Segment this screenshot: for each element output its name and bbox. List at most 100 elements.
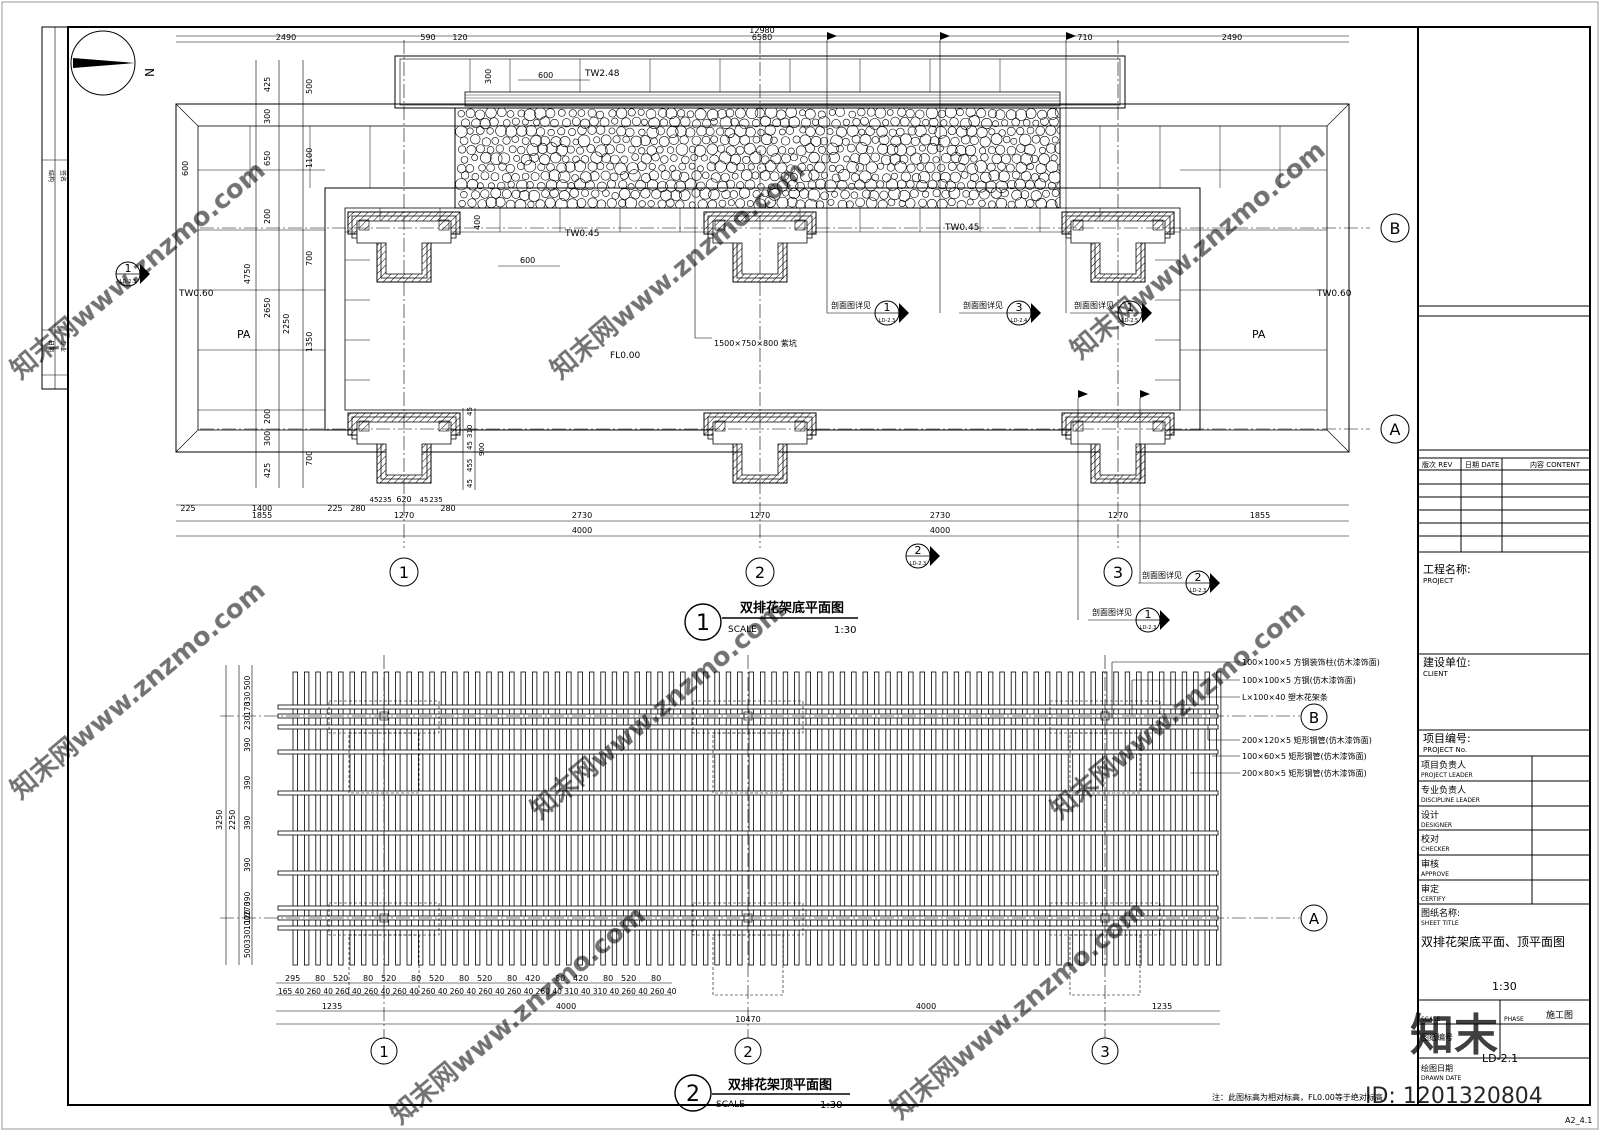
dim-600-b: 600 (520, 256, 535, 265)
pebble (460, 190, 468, 199)
pebble (686, 110, 695, 118)
pebble (745, 108, 759, 119)
pebble (627, 183, 635, 191)
bottom-dim: 4000 (930, 526, 950, 535)
pebble (936, 198, 948, 208)
pebble (870, 152, 880, 163)
sheet-inner-border (67, 26, 1591, 1106)
pebble (550, 119, 559, 128)
pebble (831, 190, 838, 198)
pergola-slat (828, 671, 834, 966)
pebble (721, 189, 731, 200)
pebble (786, 196, 798, 208)
pebble (586, 144, 596, 153)
bottom-dim: 280 (350, 504, 365, 513)
pebble (487, 182, 495, 190)
pebble (621, 117, 631, 128)
pebble (744, 179, 756, 190)
tb-role-cn: 专业负责人 (1421, 784, 1466, 796)
pebble (1042, 189, 1050, 198)
bottom-dim: 80 (411, 974, 421, 983)
pebble (1011, 170, 1021, 180)
pebble (618, 199, 627, 208)
axis-label-1: 1 (399, 563, 409, 582)
pebble (547, 128, 555, 137)
axis-bubble-1 (389, 557, 419, 587)
pebble (859, 170, 872, 183)
pebble (669, 116, 681, 128)
pebble (851, 134, 861, 144)
pebble (596, 181, 607, 192)
pebble (1034, 178, 1046, 190)
pebble (848, 182, 856, 191)
pebble (836, 126, 847, 138)
pebble (1031, 135, 1041, 144)
pebble (647, 179, 659, 191)
tb-client-en: CLIENT (1423, 670, 1449, 678)
plan1-scale-label: SCALE (728, 625, 757, 635)
axis-bubble-1 (370, 1037, 398, 1065)
pebble (466, 127, 474, 135)
pebble (622, 135, 630, 144)
bottom-dim: 80 (363, 974, 373, 983)
pebble (624, 196, 638, 208)
pebble (1025, 180, 1035, 190)
axis-bubble-2 (745, 557, 775, 587)
bottom-dim: 2730 (930, 511, 950, 520)
pebble (475, 126, 485, 135)
pebble (720, 172, 730, 182)
pebble (897, 108, 907, 117)
pebble (519, 190, 531, 201)
pebble (678, 162, 687, 171)
pebble (735, 108, 746, 119)
pa-left-label: PA (237, 328, 251, 341)
pebble (956, 162, 966, 172)
pebble (595, 125, 606, 135)
plan1-top-dims (176, 35, 1349, 43)
pebble (523, 108, 537, 122)
pebble (539, 154, 551, 166)
pebble (1039, 135, 1050, 146)
section-number: 3 (1016, 301, 1023, 314)
pebble (666, 126, 679, 138)
pebble (572, 155, 580, 164)
pebble (979, 136, 991, 148)
pebble (932, 188, 941, 198)
pebble (481, 137, 491, 147)
top-dim: 2490 (1222, 33, 1242, 42)
pergola-slat (1079, 671, 1085, 966)
section-number: 1 (1127, 301, 1134, 314)
pebble (846, 161, 859, 174)
top-dim: 2490 (276, 33, 296, 42)
bottom-dim: 225 (327, 504, 342, 513)
pergola-slat (1045, 671, 1051, 966)
tb-role-en: CERTIFY (1421, 896, 1446, 903)
section-arrow-icon (1160, 610, 1170, 630)
pebble (513, 155, 521, 162)
pebble (616, 108, 628, 119)
pebble (950, 136, 960, 147)
legend-item: 200×80×5 矩形钢管(仿木漆饰面) (1242, 768, 1367, 778)
pebble (688, 145, 696, 153)
pebble (756, 145, 767, 156)
pebble (928, 125, 937, 135)
pebble (706, 108, 719, 121)
pebble (596, 162, 605, 171)
pebble (485, 196, 497, 208)
pergola-slat (1033, 671, 1039, 966)
pebble (571, 174, 579, 182)
top-dim: 120 (452, 33, 467, 42)
bottom-dim: 45 (420, 496, 429, 504)
pebble (789, 172, 798, 181)
bottom-dim: 280 (440, 504, 455, 513)
pebble (795, 145, 807, 157)
section-arrow-icon (140, 264, 150, 284)
pebble (799, 134, 812, 146)
pebble (890, 135, 902, 147)
pebble (491, 137, 500, 145)
pebble (559, 136, 571, 148)
pebble (457, 110, 465, 118)
pebble (709, 154, 720, 165)
